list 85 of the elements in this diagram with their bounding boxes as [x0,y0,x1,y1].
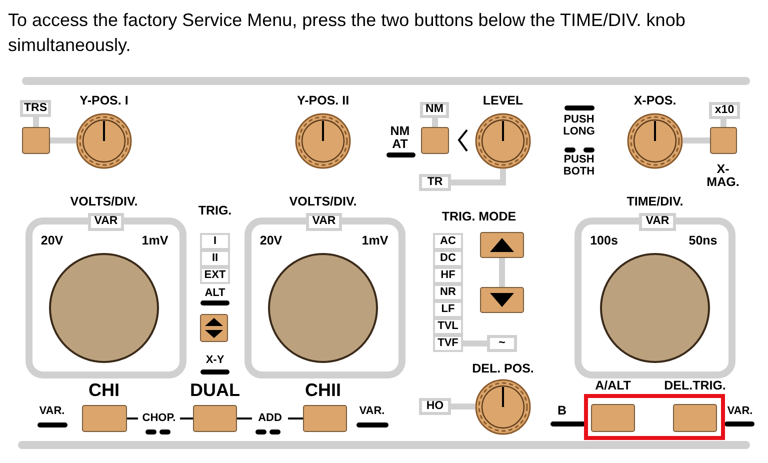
control-label: VAR. [359,406,385,418]
control-label: Y-POS. II [296,94,350,108]
linkage-bar [720,119,726,127]
linkage-bar [432,118,438,127]
control-label: 20V [260,234,282,248]
linkage-bar [127,418,138,420]
control-label: PUSH LONG [562,114,596,138]
tag-label: TR [419,174,451,191]
up-arrow-button [480,232,524,258]
mode-option: AC [433,233,463,250]
mode-option: II [200,250,230,267]
control-label: TRIG. MODE [442,210,516,224]
mode-option: TVL [433,318,463,335]
control-label: TIME/DIV. [626,195,684,209]
rotary-knob [627,113,683,169]
control-label: 50ns [688,234,718,248]
linkage-bar [180,418,193,420]
control-label: 1mV [142,234,168,248]
tag-label: TRS [20,100,51,117]
control-label: NM AT [389,124,411,152]
control-label: Y-POS. I [80,94,128,108]
push-button [303,405,347,432]
push-button [22,127,50,154]
control-label: CHII [305,381,341,399]
control-label: VOLTS/DIV. [289,195,357,209]
mode-option: NR [433,284,463,301]
push-button [710,127,737,154]
linkage-bar [451,404,475,410]
linkage-bar [50,138,76,144]
control-label: ADD [252,411,288,426]
large-knob [268,253,378,363]
mode-option: LF [433,301,463,318]
mode-option: EXT [200,267,230,284]
linkage-bar [463,340,487,346]
linkage-bar [288,418,303,420]
mode-option: I [200,233,230,250]
push-button [193,405,237,432]
mode-option: HF [433,267,463,284]
tag-label: HO [419,398,451,415]
linkage-bar [237,418,252,420]
control-label: X-POS. [634,94,676,108]
control-label: X-Y [206,355,224,367]
down-arrow-button [480,287,524,313]
rotary-knob [475,379,531,435]
linkage-bar [683,138,710,144]
control-label: DUAL [190,381,240,399]
tag-label: ~ [487,335,517,352]
rotary-knob [76,113,132,169]
large-knob [600,253,710,363]
linkage-bar [499,258,505,287]
control-label: A/ALT [595,379,631,393]
push-button [421,127,449,154]
control-label: DEL. POS. [472,362,534,376]
control-label: 20V [40,234,64,248]
rotary-knob [475,113,531,169]
control-label: ALT [204,288,226,300]
control-label: PUSH BOTH [562,154,596,178]
control-label: LEVEL [482,94,524,108]
control-label: 100s [590,234,618,248]
tag-label: VAR [306,213,342,231]
control-label: DEL.TRIG. [664,379,726,393]
control-label: VAR. [39,406,65,418]
control-label: X- MAG. [706,162,740,190]
control-label: VAR. [727,406,753,418]
tag-label: x10 [709,102,740,119]
tag-label: NM [420,102,449,118]
tag-label: VAR [88,213,124,231]
push-button [591,404,635,432]
up-down-button [200,314,228,342]
tag-label: VAR [639,213,676,231]
control-label: VOLTS/DIV. [70,195,138,209]
instruction-text: To access the factory Service Menu, press the two buttons below the TIME/DIV. knob simultaneously. [8,9,686,57]
control-label: CHOP. [138,411,180,426]
mode-option: TVF [433,335,463,352]
rotary-knob [295,113,351,169]
mode-option: DC [433,250,463,267]
control-label: 1mV [362,234,388,248]
control-label: B [557,404,567,418]
linkage-bar [451,169,506,186]
large-knob [49,253,159,363]
control-label: CHI [88,381,120,399]
push-button [673,404,717,432]
control-label: TRIG. [198,204,232,218]
push-button [82,405,127,432]
linkage-bar [33,117,39,127]
